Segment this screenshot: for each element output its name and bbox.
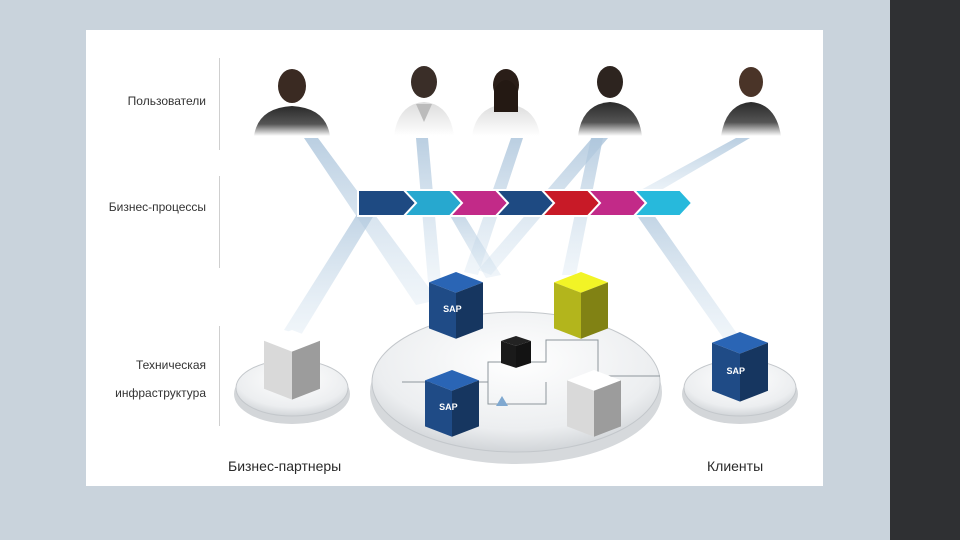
user-avatar (721, 67, 781, 136)
third-party-module-cube (554, 272, 608, 339)
architecture-diagram: SAP SAP SAP (86, 30, 823, 486)
label-business-partners: Бизнес-партнеры (228, 458, 341, 474)
sap-badge: SAP (439, 402, 458, 412)
right-side-bar (890, 0, 960, 540)
sap-badge: SAP (443, 304, 462, 314)
sap-module-cube: SAP (429, 272, 483, 339)
sap-module-cube: SAP (425, 370, 479, 437)
business-process-chain (358, 190, 692, 216)
user-avatar (394, 66, 454, 136)
sap-badge: SAP (727, 366, 746, 376)
user-avatar (472, 69, 540, 136)
legacy-system-cube (567, 370, 621, 437)
connection-beams (284, 138, 750, 342)
user-avatar (578, 66, 642, 136)
user-avatar (254, 69, 330, 136)
slide-card: Пользователи Бизнес-процессы Техническая… (86, 30, 823, 486)
integration-hub-cube (501, 336, 531, 368)
client-sap-cube: SAP (712, 332, 768, 402)
partner-server-cube (264, 330, 320, 400)
label-clients: Клиенты (707, 458, 763, 474)
